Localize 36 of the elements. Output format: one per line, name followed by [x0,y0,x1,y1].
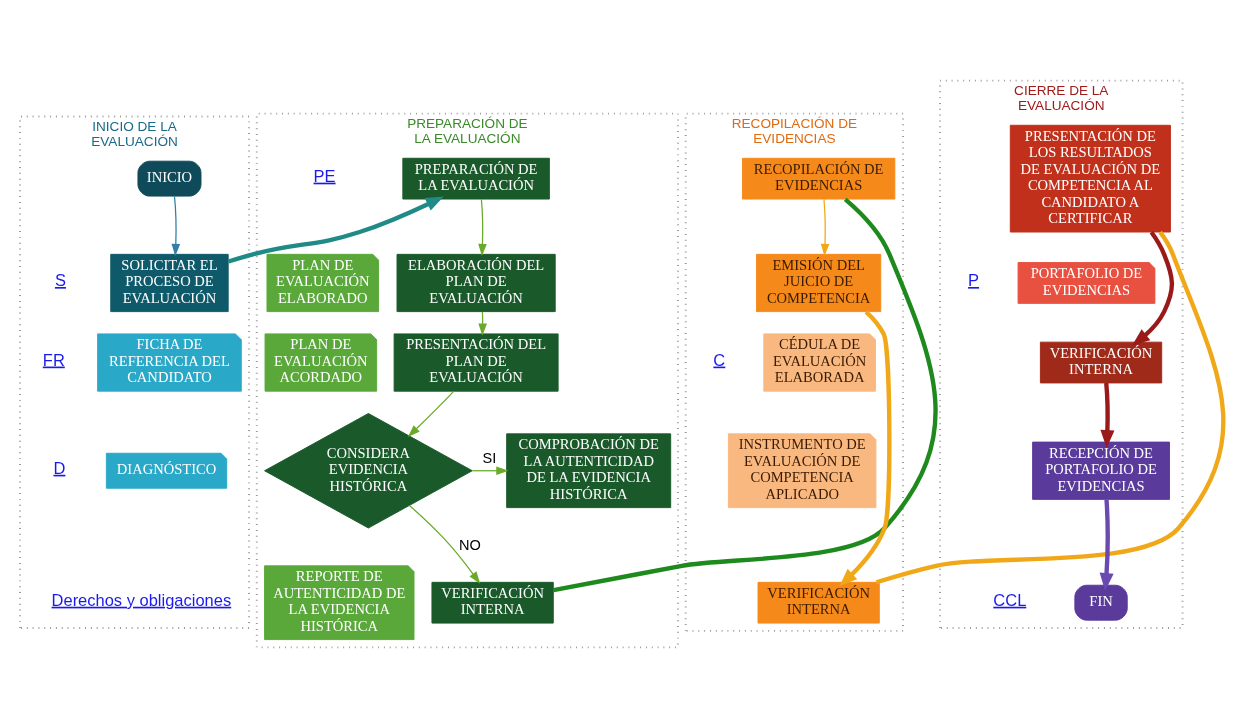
arrow [1099,499,1114,591]
label: D [53,458,66,477]
label: CCL [993,590,1027,609]
arrow [171,195,181,257]
node-diamond: CONSIDERA EVIDENCIA HISTÓRICA [264,413,473,529]
edge-label: SI [482,449,497,466]
node-box: VERIFICACIÓN INTERNA [757,581,880,624]
label: Derechos y obligaciones [51,590,232,609]
arrow [839,310,892,587]
node-box: PRESENTACIÓN DE LOS RESULTADOS DE EVALUACIÓN DE COMPETENCIA AL CANDIDATO A CERTIFICAR [1009,124,1171,233]
label: FR [42,350,65,369]
connector [875,230,1226,585]
edge-label: NO [458,537,481,554]
node-box: RECEPCIÓN DE PORTAFOLIO DE EVIDENCIAS [1032,441,1170,500]
label: C [713,350,726,369]
node-box: FIN [1074,584,1128,621]
connector [553,197,938,593]
label: PE [313,166,336,185]
arrow [1131,231,1175,346]
node-box: PREPARACIÓN DE LA EVALUACIÓN [402,157,550,200]
node-box: EMISIÓN DEL JUICIO DE COMPETENCIA [756,253,882,313]
label: S [54,270,66,289]
node-box: RECOPILACIÓN DE EVIDENCIAS [742,157,896,200]
node-box: ELABORACIÓN DEL PLAN DE EVALUACIÓN [396,253,556,313]
arrow [1100,382,1115,448]
arrow [407,390,455,437]
node-box: VERIFICACIÓN INTERNA [431,581,554,624]
node-box: PRESENTACIÓN DEL PLAN DE EVALUACIÓN [393,333,559,392]
node-box: INICIO [137,160,202,197]
arrow [471,466,509,476]
arrow [820,198,830,257]
node-box: COMPROBACIÓN DE LA AUTENTICIDAD DE LA EVIDENCIA HISTÓRICA [506,433,672,509]
node-box: SOLICITAR EL PROCESO DE EVALUACIÓN [110,253,229,313]
label: P [968,270,980,289]
arrow [478,198,487,257]
node-box: VERIFICACIÓN INTERNA [1039,341,1163,384]
